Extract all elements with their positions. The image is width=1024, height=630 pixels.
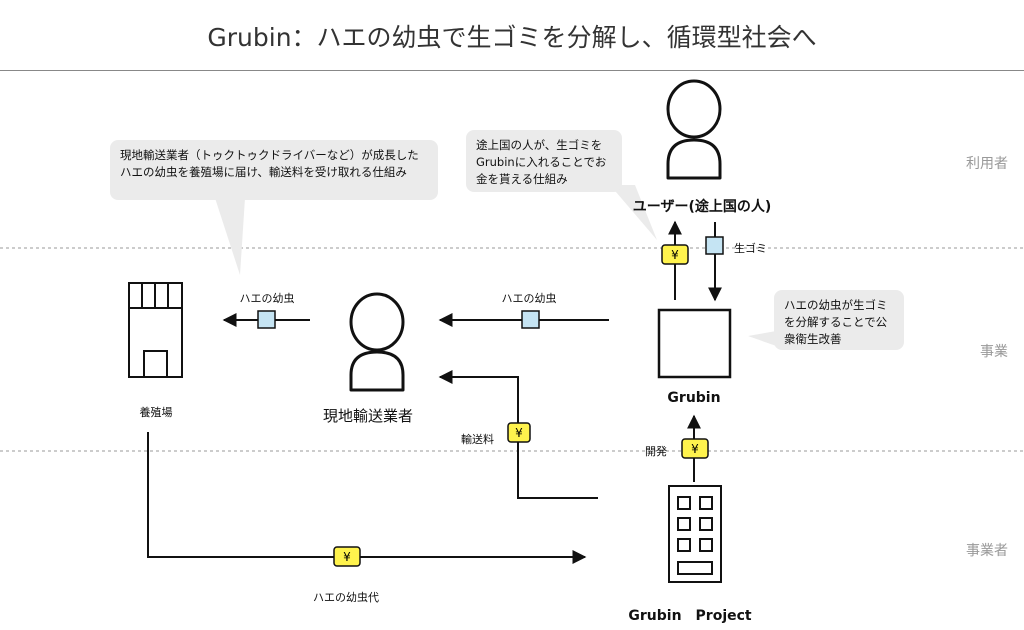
flow-label-transport-fee: 輸送料 <box>461 433 494 446</box>
yen-symbol: ¥ <box>671 248 679 262</box>
flow-label-larvae-farm: ハエの幼虫 <box>239 292 295 305</box>
yen-symbol: ¥ <box>515 426 523 440</box>
flow-label-larvae-payment: ハエの幼虫代 <box>313 591 379 604</box>
bubble-tail-user <box>610 185 657 240</box>
farm-label: 養殖場 <box>139 406 173 419</box>
yen-marker-larvae-payment: ¥ <box>333 546 361 567</box>
user-person-icon <box>666 79 722 180</box>
goods-marker-larvae-farm <box>257 310 276 329</box>
yen-marker-transport-fee: ¥ <box>507 422 531 443</box>
flow-label-larvae-transporter: ハエの幼虫 <box>501 292 557 305</box>
flow-label-food-waste: 生ゴミ <box>734 242 767 255</box>
goods-marker-waste <box>705 236 724 255</box>
grubin-label: Grubin <box>667 390 721 406</box>
bubble-user-scheme: 途上国の人が、生ゴミをGrubinに入れることでお金を貰える仕組み <box>466 130 622 192</box>
title-divider <box>0 70 1024 71</box>
farm-building-icon <box>128 282 183 378</box>
bubble-grubin-effect: ハエの幼虫が生ゴミを分解することで公衆衛生改善 <box>774 290 904 350</box>
bubble-tail-driver <box>215 198 245 275</box>
yen-marker-development: ¥ <box>681 438 709 459</box>
bubble-driver-scheme: 現地輸送業者（トゥクトゥクドライバーなど）が成長したハエの幼虫を養殖場に届け、輸… <box>110 140 438 200</box>
project-label: Grubin Project <box>628 608 752 624</box>
bubble-tail-grubin <box>748 330 782 348</box>
yen-symbol: ¥ <box>343 550 351 564</box>
transporter-person-icon <box>349 292 405 392</box>
grubin-box <box>657 308 732 379</box>
lane-label-business: 事業 <box>980 344 1008 360</box>
user-label: ユーザー(途上国の人) <box>632 199 772 215</box>
arrow-larvae-payment <box>147 432 587 564</box>
flow-label-development: 開発 <box>645 445 667 458</box>
goods-marker-larvae-transporter <box>521 310 540 329</box>
project-building-icon <box>668 485 722 583</box>
lane-label-users: 利用者 <box>966 156 1008 172</box>
transporter-label: 現地輸送業者 <box>322 407 414 425</box>
lane-label-operator: 事業者 <box>966 543 1008 559</box>
yen-symbol: ¥ <box>691 442 699 456</box>
yen-marker-user: ¥ <box>661 244 689 265</box>
page-title: Grubin：ハエの幼虫で生ゴミを分解し、循環型社会へ <box>207 23 817 52</box>
